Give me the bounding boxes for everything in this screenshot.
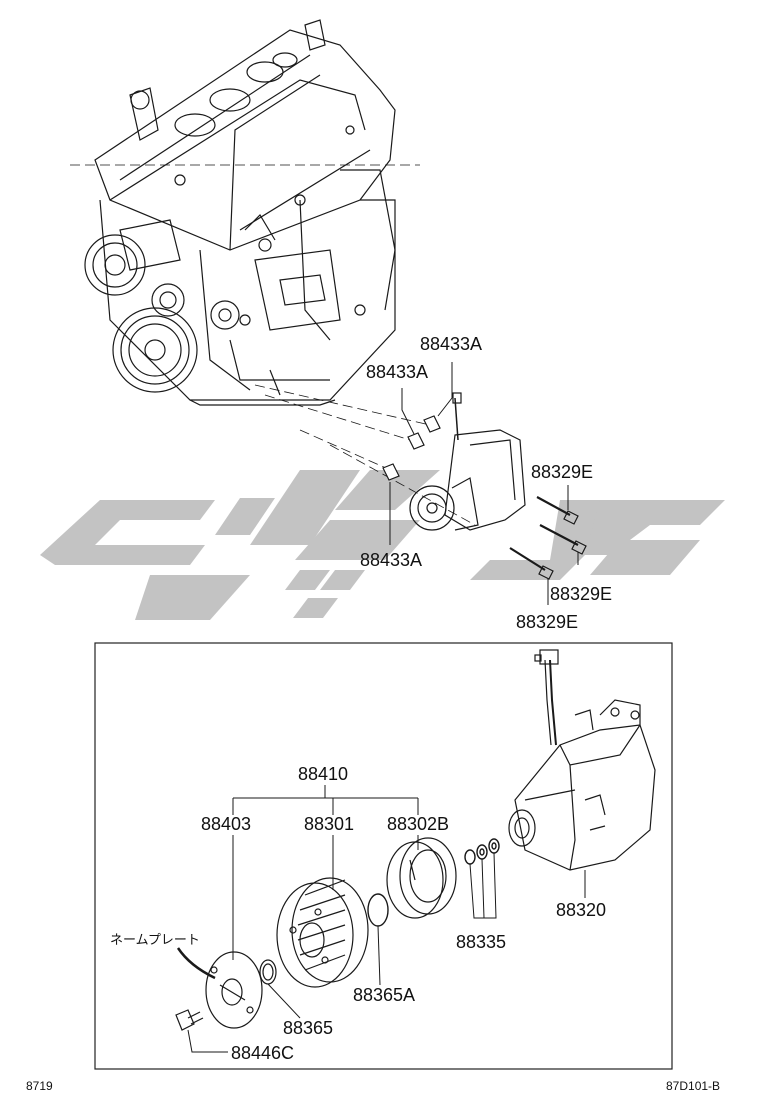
coil-88302b [386,837,457,919]
engine-illustration [70,19,476,526]
label-88446c: 88446C [231,1043,294,1063]
label-88302b: 88302B [387,814,449,834]
pulley-88301 [276,877,369,988]
label-88335: 88335 [456,932,506,952]
label-88365a: 88365A [353,985,415,1005]
watermark-logo [40,470,725,620]
hub-88403 [205,951,263,1029]
label-88365: 88365 [283,1018,333,1038]
snap-ring-88365a [367,893,389,927]
label-88329e-bottom: 88329E [516,612,578,632]
label-88410: 88410 [298,764,348,784]
label-88403: 88403 [201,814,251,834]
engine-leader-lines [389,362,579,605]
footer-right-code: 87D101-B [666,1079,720,1093]
bolt-88446c [175,1009,204,1031]
label-88301: 88301 [304,814,354,834]
label-nameplate: ネームプレート [110,933,200,948]
label-88433a-bottom: 88433A [360,550,422,570]
compressor-small [409,392,587,580]
label-88329e-top: 88329E [531,462,593,482]
compressor-large [508,649,656,871]
labels: 88433A 88433A 88433A 88329E 88329E 88329… [26,334,720,1093]
label-88433a-top: 88433A [420,334,482,354]
detail-frame [94,642,673,1070]
detail-leader-lines [176,785,586,1053]
label-88433a-mid: 88433A [366,362,428,382]
label-88320: 88320 [556,900,606,920]
footer-left-code: 8719 [26,1079,53,1093]
shim-88365 [259,959,277,985]
label-88329e-mid: 88329E [550,584,612,604]
sleeve-88433a-parts [382,415,441,481]
